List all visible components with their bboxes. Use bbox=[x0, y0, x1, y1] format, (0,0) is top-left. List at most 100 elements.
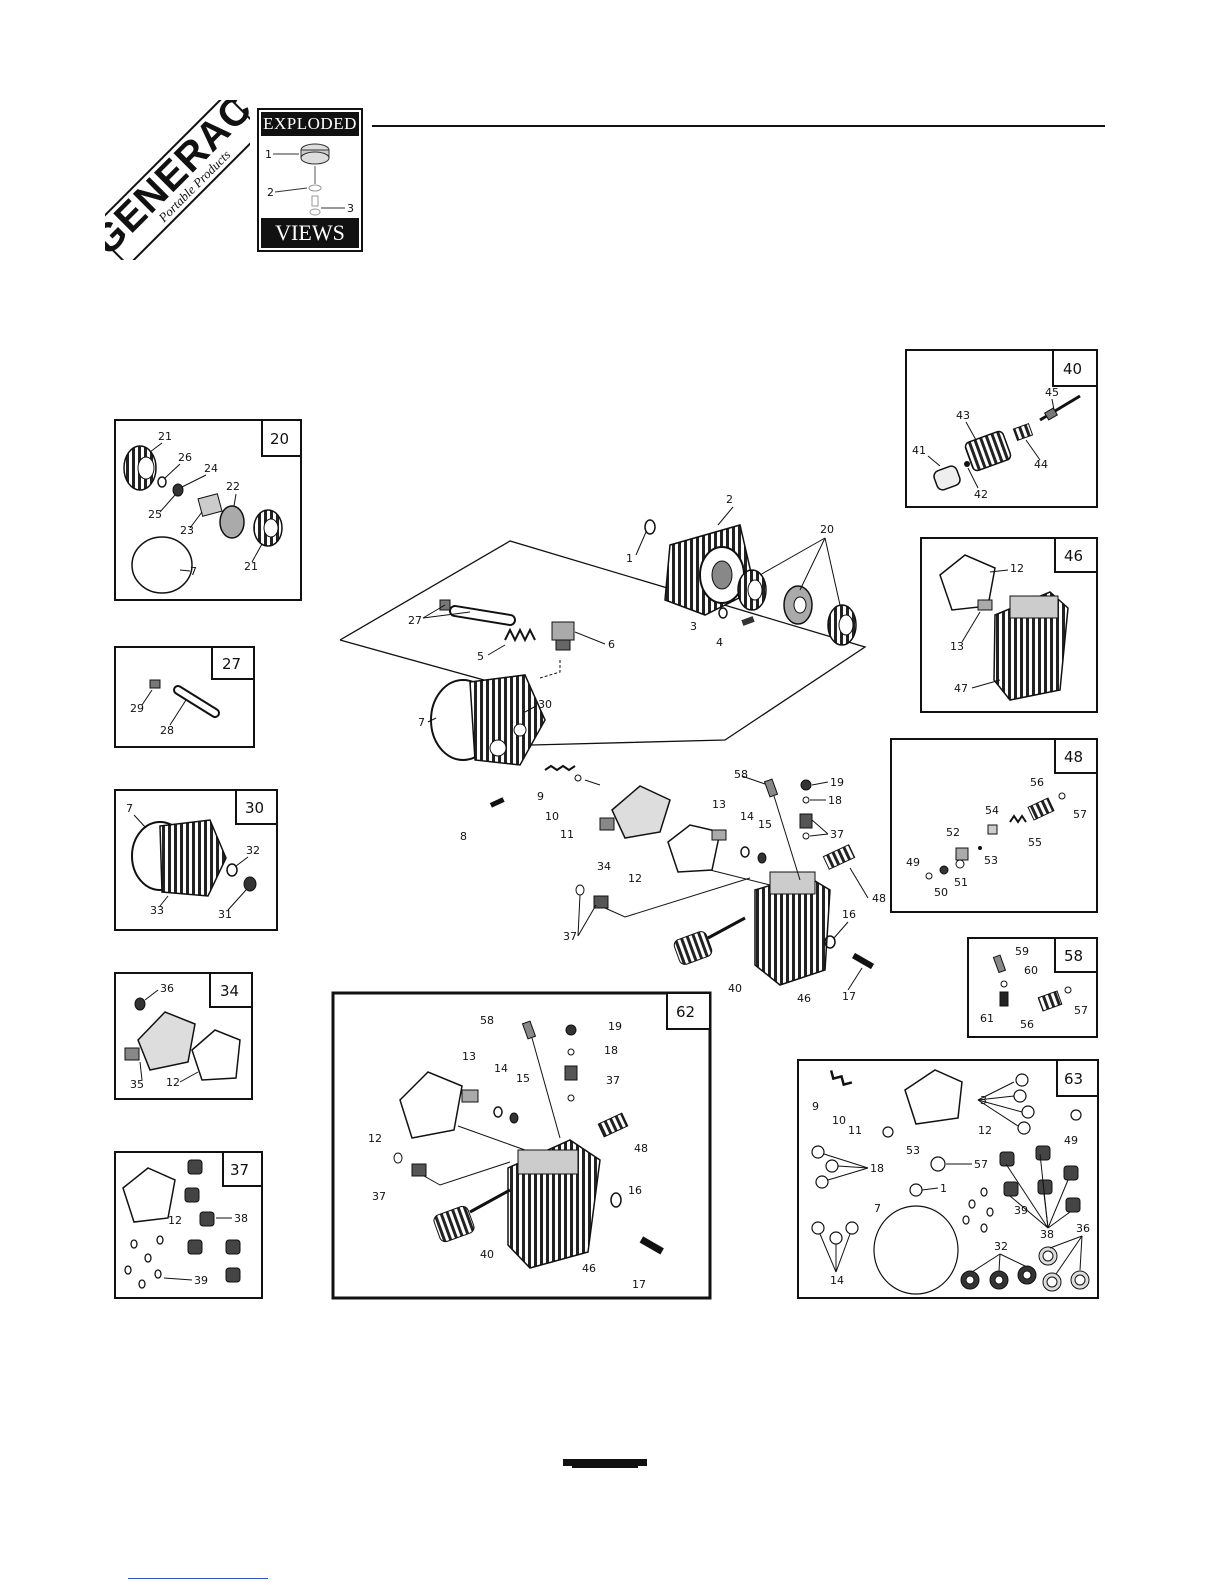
kit-58-callout-59: 59 bbox=[1015, 945, 1029, 958]
kit-40-callout-45: 45 bbox=[1045, 386, 1059, 399]
kit-63-callout-36: 36 bbox=[1076, 1222, 1090, 1235]
callout-14: 14 bbox=[740, 810, 754, 823]
kit-63-callout-9: 9 bbox=[812, 1100, 819, 1113]
cylinder-head bbox=[430, 674, 546, 766]
callout-12: 12 bbox=[628, 872, 642, 885]
callout-18: 18 bbox=[828, 794, 842, 807]
logo-callout-3: 3 bbox=[347, 202, 354, 215]
kit-48-number: 48 bbox=[1064, 748, 1083, 766]
callout-17: 17 bbox=[842, 990, 856, 1003]
kit-30-callout-7: 7 bbox=[126, 802, 133, 815]
kit-63-callout-49: 49 bbox=[1064, 1134, 1078, 1147]
kit-62-callout-18: 18 bbox=[604, 1044, 618, 1057]
exploded-label: EXPLODED bbox=[261, 112, 359, 136]
logo-callout-1: 1 bbox=[265, 148, 272, 161]
kit-46-callout-13: 13 bbox=[950, 640, 964, 653]
kit-46-callout-12: 12 bbox=[1010, 562, 1024, 575]
exploded-views-logo: EXPLODED 1 2 3 VIEWS bbox=[257, 108, 363, 252]
page-number-bar bbox=[563, 1459, 647, 1466]
kit-box-58: 58 59 60 61 56 57 bbox=[967, 937, 1098, 1038]
views-label: VIEWS bbox=[261, 218, 359, 248]
pump-body bbox=[754, 871, 831, 986]
callout-8: 8 bbox=[460, 830, 467, 843]
kit-62-callout-12: 12 bbox=[368, 1132, 382, 1145]
callout-2: 2 bbox=[726, 493, 733, 506]
kit-27-callout-28: 28 bbox=[160, 724, 174, 737]
kit-34-number: 34 bbox=[220, 982, 239, 1000]
kit-34-callout-35: 35 bbox=[130, 1078, 144, 1091]
kit-63-callout-18: 18 bbox=[870, 1162, 884, 1175]
kit-62-callout-16: 16 bbox=[628, 1184, 642, 1197]
kit-40-callout-44: 44 bbox=[1034, 458, 1048, 471]
kit-20-callout-21b: 21 bbox=[244, 560, 258, 573]
kit-62-callout-17: 17 bbox=[632, 1278, 646, 1291]
kit-20-callout-24: 24 bbox=[204, 462, 218, 475]
callout-37b: 37 bbox=[830, 828, 844, 841]
kit-box-63: 63 bbox=[797, 1059, 1099, 1299]
kit-62-number: 62 bbox=[676, 1003, 695, 1021]
callout-16: 16 bbox=[842, 908, 856, 921]
callout-34: 34 bbox=[597, 860, 611, 873]
main-assembly: 1 2 3 4 5 6 7 8 9 10 11 12 13 14 15 16 1… bbox=[339, 493, 886, 1005]
logo-parts-illustration: 1 2 3 bbox=[265, 143, 354, 216]
kit-48-callout-56: 56 bbox=[1030, 776, 1044, 789]
kit-37-callout-38: 38 bbox=[234, 1212, 248, 1225]
kit-box-37: 37 12 38 39 bbox=[114, 1151, 263, 1299]
kit-62-callout-46: 46 bbox=[582, 1262, 596, 1275]
callout-1: 1 bbox=[626, 552, 633, 565]
kit-58-number: 58 bbox=[1064, 947, 1083, 965]
logo-callout-2: 2 bbox=[267, 186, 274, 199]
kit-63-callout-53: 53 bbox=[906, 1144, 920, 1157]
kit-48-callout-53: 53 bbox=[984, 854, 998, 867]
crankcase bbox=[664, 524, 756, 616]
kit-48-callout-54: 54 bbox=[985, 804, 999, 817]
kit-30-number: 30 bbox=[245, 799, 264, 817]
kit-box-48: 48 56 57 54 55 52 53 49 50 51 bbox=[890, 738, 1098, 913]
kit-62-callout-13: 13 bbox=[462, 1050, 476, 1063]
callout-4: 4 bbox=[716, 636, 723, 649]
kit-box-30: 30 7 32 33 31 bbox=[114, 789, 278, 931]
kit-box-27: 27 29 28 bbox=[114, 646, 255, 748]
kit-40-callout-43: 43 bbox=[956, 409, 970, 422]
kit-63-callout-11: 11 bbox=[848, 1124, 862, 1137]
kit-27-callout-29: 29 bbox=[130, 702, 144, 715]
callout-40: 40 bbox=[728, 982, 742, 995]
callout-15: 15 bbox=[758, 818, 772, 831]
kit-58-callout-61: 61 bbox=[980, 1012, 994, 1025]
kit-48-callout-57: 57 bbox=[1073, 808, 1087, 821]
kit-46-callout-47: 47 bbox=[954, 682, 968, 695]
kit-20-callout-21a: 21 bbox=[158, 430, 172, 443]
kit-63-callout-38: 38 bbox=[1040, 1228, 1054, 1241]
kit-box-34: 34 36 35 12 bbox=[114, 972, 253, 1100]
kit-48-callout-50: 50 bbox=[934, 886, 948, 899]
kit-20-callout-22: 22 bbox=[226, 480, 240, 493]
kit-62-callout-58: 58 bbox=[480, 1014, 494, 1027]
kit-62-callout-48: 48 bbox=[634, 1142, 648, 1155]
bearing-set bbox=[737, 569, 857, 646]
kit-63-callout-7: 7 bbox=[874, 1202, 881, 1215]
kit-37-callout-12: 12 bbox=[168, 1214, 182, 1227]
callout-3: 3 bbox=[690, 620, 697, 633]
kit-30-callout-33: 33 bbox=[150, 904, 164, 917]
kit-27-number: 27 bbox=[222, 655, 241, 673]
kit-37-number: 37 bbox=[230, 1161, 249, 1179]
kit-63-callout-14: 14 bbox=[830, 1274, 844, 1287]
header-rule bbox=[372, 125, 1105, 127]
footer-link-underline[interactable] bbox=[128, 1578, 268, 1579]
callout-20: 20 bbox=[820, 523, 834, 536]
callout-48: 48 bbox=[872, 892, 886, 905]
callout-19: 19 bbox=[830, 776, 844, 789]
kit-62-callout-40: 40 bbox=[480, 1248, 494, 1261]
kit-box-20: 20 21 26 24 25 23 22 21 7 bbox=[114, 419, 302, 601]
kit-box-40: 40 45 43 44 41 42 bbox=[905, 349, 1098, 508]
kit-box-46: 46 12 13 47 bbox=[920, 537, 1098, 713]
kit-63-number: 63 bbox=[1064, 1070, 1083, 1088]
kit-40-callout-42: 42 bbox=[974, 488, 988, 501]
kit-20-number: 20 bbox=[270, 430, 289, 448]
kit-63-callout-57: 57 bbox=[974, 1158, 988, 1171]
kit-37-callout-39: 39 bbox=[194, 1274, 208, 1287]
kit-58-callout-56: 56 bbox=[1020, 1018, 1034, 1031]
kit-40-callout-41: 41 bbox=[912, 444, 926, 457]
kit-63-callout-39: 39 bbox=[1014, 1204, 1028, 1217]
